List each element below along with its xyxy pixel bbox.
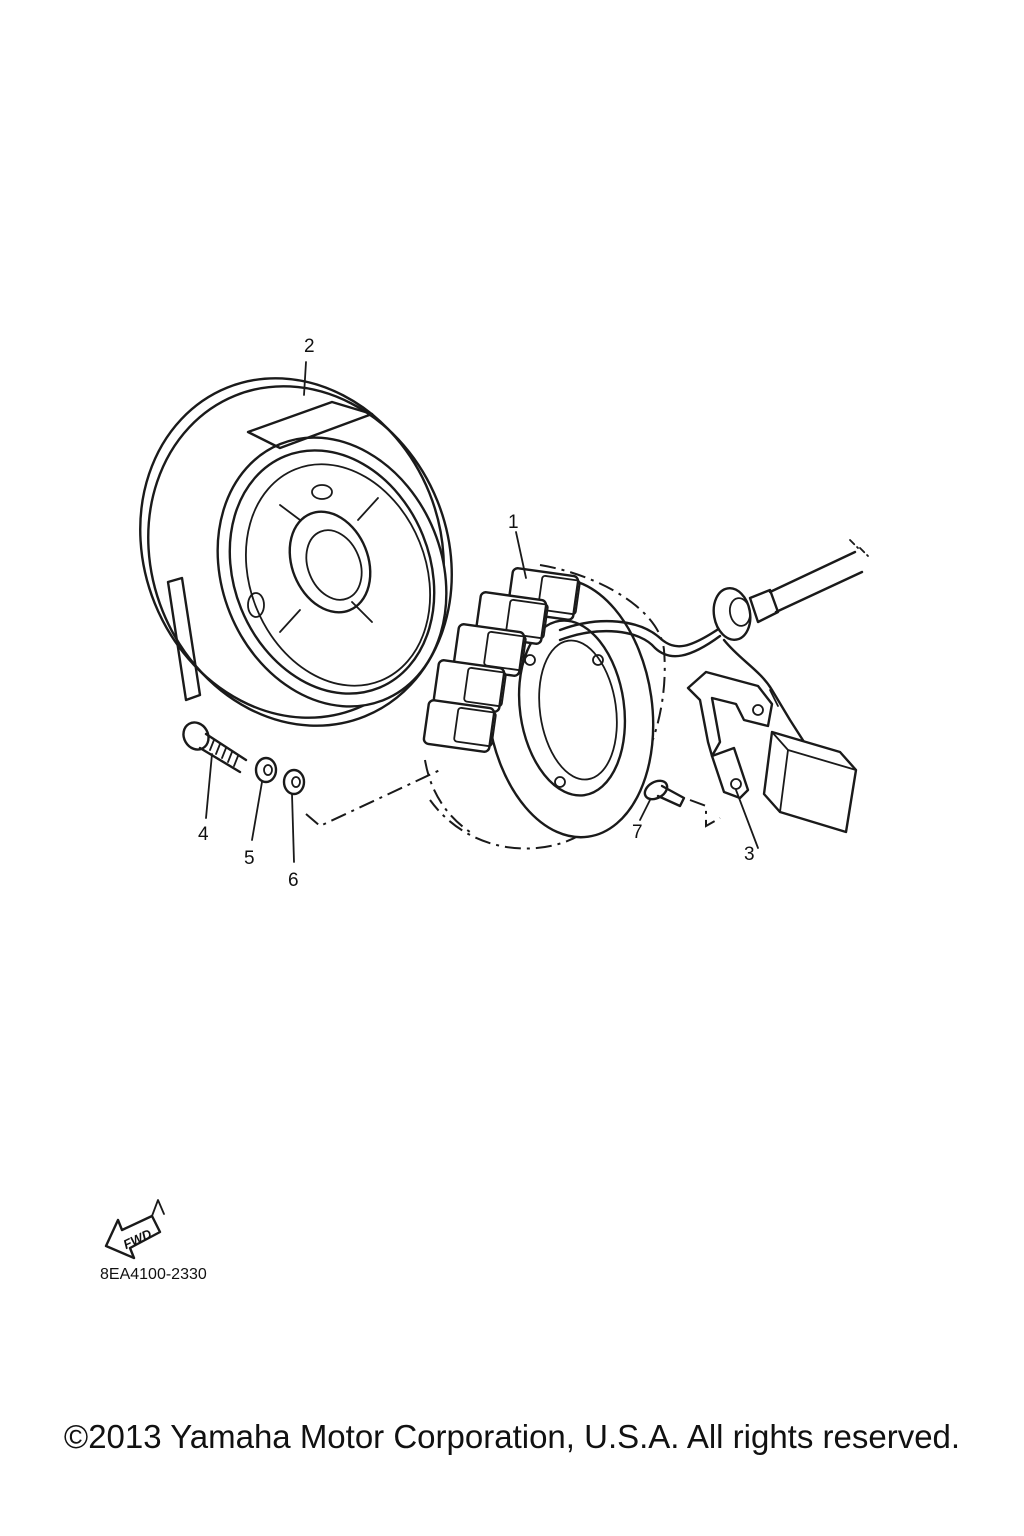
fwd-arrow-icon: FWD <box>104 1199 165 1260</box>
bracket <box>686 670 774 849</box>
callout-7: 7 <box>632 822 643 843</box>
callout-4: 4 <box>198 824 209 845</box>
stator-coils <box>422 567 581 753</box>
callout-5: 5 <box>244 848 255 869</box>
bolt-4 <box>182 721 248 819</box>
diagram-ref-code: 8EA4100-2330 <box>100 1266 207 1283</box>
callout-3: 3 <box>744 844 755 865</box>
washer-6 <box>282 768 441 863</box>
stator-assembly <box>422 539 869 850</box>
callout-2: 2 <box>304 336 315 357</box>
washer-5 <box>251 756 278 841</box>
copyright-notice: ©2013 Yamaha Motor Corporation, U.S.A. A… <box>63 1418 961 1455</box>
callout-6: 6 <box>288 870 299 891</box>
screw-7 <box>639 779 721 828</box>
rotor-flywheel <box>139 361 453 727</box>
callout-1: 1 <box>508 512 519 533</box>
callout-labels: 2 1 4 5 6 7 3 <box>198 336 755 891</box>
